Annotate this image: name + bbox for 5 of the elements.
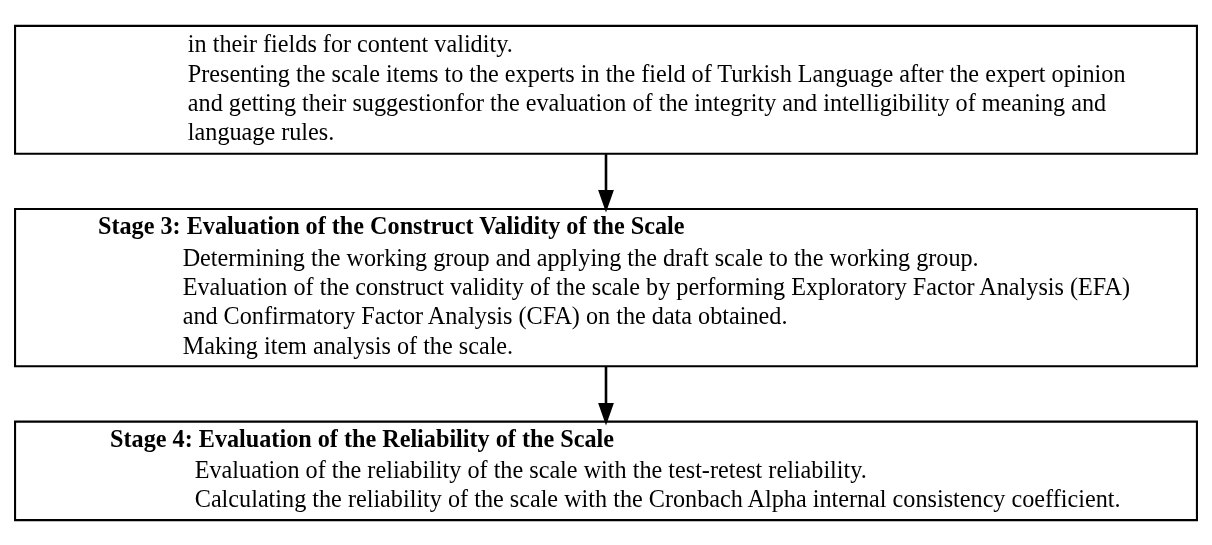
arrow [598, 366, 614, 425]
arrow [598, 153, 614, 212]
node-box: Stage 3: Evaluation of the Construct Validity of the Scale Determining the working group and applying the draft scale to the working group. Evaluation of the construct validity of the scale by performing Exploratory Factor Analysis (EFA) and Confirmatory Factor Analysis (CFA) on the data obtained. Making item analysis of the scale. [14, 207, 1198, 367]
node-box: in their fields for content validity. Presenting the scale items to the experts in the field of Turkish Language after the expert opinion and getting their suggestionfor the evaluation of the integrity and intelligibility of meaning and language rules. [14, 24, 1198, 155]
node-box: Stage 4: Evaluation of the Reliability of the Scale Evaluation of the reliability of the scale with the test-retest reliability. Calculating the reliability of the scale with the Cronbach Alpha internal consistency coefficient. [14, 420, 1198, 521]
